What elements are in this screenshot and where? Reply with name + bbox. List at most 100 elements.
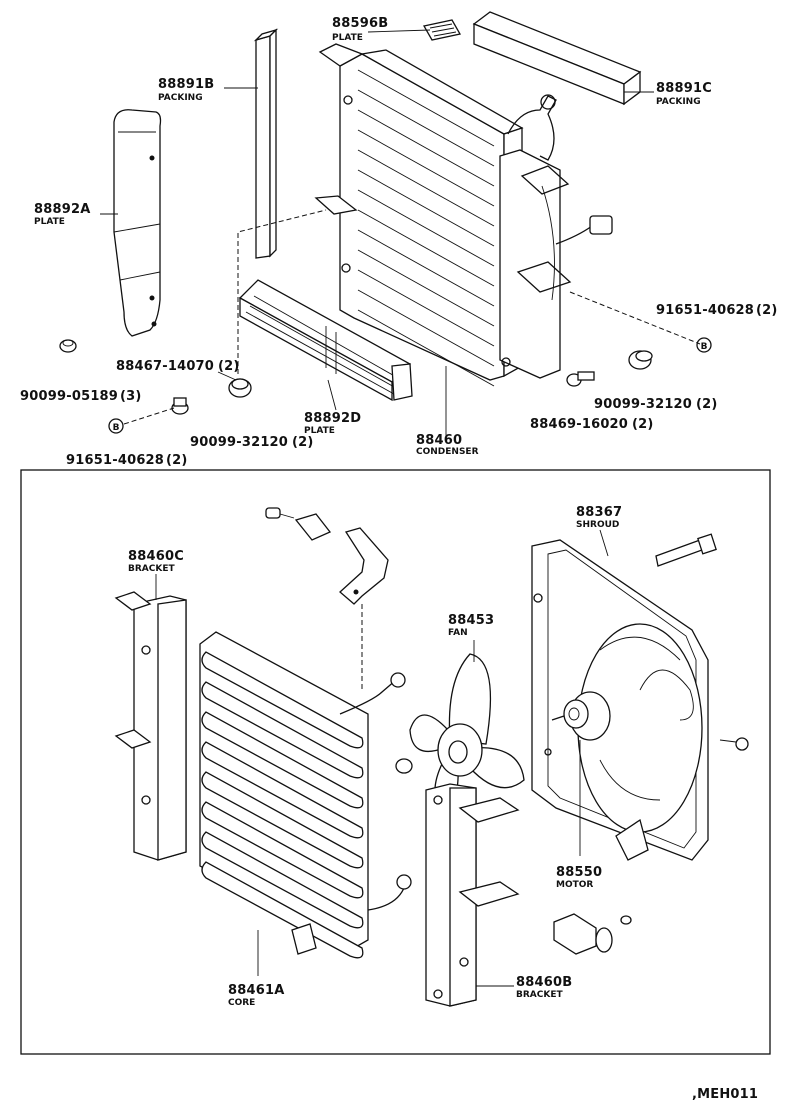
leader-lines-lower — [155, 529, 609, 987]
svg-text:PLATE: PLATE — [34, 217, 65, 227]
svg-text:88892A: 88892A — [34, 202, 91, 217]
callout-88460c: 88460C BRACKET — [128, 549, 184, 574]
svg-text:BRACKET: BRACKET — [128, 564, 175, 574]
core-tube — [201, 681, 364, 779]
core-tube — [201, 861, 364, 959]
dashed-line-left — [237, 209, 327, 374]
condenser-fin — [357, 229, 495, 307]
condenser-fin — [357, 309, 495, 387]
callout-88596b: 88596B PLATE — [332, 16, 388, 43]
bolt-88469-16020-part — [566, 371, 595, 387]
svg-text:88550: 88550 — [556, 865, 602, 880]
condenser-fin — [357, 189, 495, 267]
dashed-line-right — [569, 291, 701, 345]
dashed-line-b-left — [123, 407, 175, 425]
condenser-fin — [357, 129, 495, 207]
plate-88892a-part — [113, 109, 162, 337]
svg-text:90099-32120: 90099-32120 — [594, 397, 692, 412]
bolt-long-part — [655, 533, 717, 567]
svg-text:(2): (2) — [696, 397, 718, 412]
motor-88550-part — [551, 691, 611, 741]
bracket-88460c-part — [114, 591, 187, 861]
cushion-90099-left-part — [228, 378, 252, 398]
svg-text:(2): (2) — [218, 359, 240, 374]
callout-88469-16020: 88469-16020 (2) — [530, 417, 654, 432]
pipe-bracket-part — [265, 507, 389, 605]
callout-88892d: 88892D PLATE — [304, 411, 361, 436]
core-tube — [201, 651, 364, 749]
marker-b-right: B — [696, 337, 712, 353]
condenser-fin — [357, 209, 495, 287]
callout-90099-05189: 90099-05189 (3) — [20, 389, 142, 404]
plate-88892d-part — [238, 279, 413, 402]
bracket-88460b-part — [425, 783, 520, 1007]
callout-90099-right: 90099-32120 (2) — [594, 397, 718, 412]
svg-text:B: B — [701, 342, 708, 352]
callout-88892a: 88892A PLATE — [34, 202, 91, 227]
callout-88891c: 88891C PACKING — [656, 81, 712, 107]
callout-88453: 88453 FAN — [448, 613, 494, 638]
svg-text:88461A: 88461A — [228, 983, 285, 998]
packing-88891c-part — [472, 11, 642, 106]
svg-text:90099-32120: 90099-32120 — [190, 435, 288, 450]
callout-88467-14070: 88467-14070 (2) — [116, 359, 240, 374]
condenser-fin — [357, 169, 495, 247]
bolt-88467-14070-part — [171, 397, 189, 415]
callout-88596b-number: 88596B — [332, 16, 388, 31]
svg-text:91651-40628: 91651-40628 — [66, 453, 164, 468]
leader-lines-upper — [100, 29, 654, 440]
callout-90099-left: 90099-32120 (2) — [190, 435, 314, 450]
core-tube — [201, 801, 364, 899]
svg-text:(3): (3) — [120, 389, 142, 404]
svg-text:90099-05189: 90099-05189 — [20, 389, 118, 404]
callout-88367: 88367 SHROUD — [576, 505, 622, 530]
svg-text:FAN: FAN — [448, 628, 468, 638]
svg-text:(2): (2) — [632, 417, 654, 432]
condenser-88460-part — [314, 43, 613, 387]
svg-text:(2): (2) — [292, 435, 314, 450]
packing-88891b-part — [253, 28, 279, 259]
svg-text:SHROUD: SHROUD — [576, 520, 619, 530]
svg-text:BRACKET: BRACKET — [516, 990, 563, 1000]
svg-text:(2): (2) — [166, 453, 188, 468]
condenser-fin — [357, 89, 495, 167]
condenser-fin — [357, 289, 495, 367]
diagram-code: ,MEH011 — [692, 1087, 758, 1102]
callout-88461a: 88461A CORE — [228, 983, 285, 1008]
svg-text:88892D: 88892D — [304, 411, 361, 426]
condenser-fin — [357, 149, 495, 227]
callout-88460b: 88460B BRACKET — [516, 975, 572, 1000]
callout-88550: 88550 MOTOR — [556, 865, 602, 890]
svg-text:CORE: CORE — [228, 998, 255, 1008]
fan-88453-part — [409, 653, 525, 813]
condenser-fin — [357, 269, 495, 347]
core-tube — [201, 741, 364, 839]
core-tube — [201, 771, 364, 869]
svg-text:88453: 88453 — [448, 613, 494, 628]
svg-text:PACKING: PACKING — [656, 97, 701, 107]
core-tube — [201, 711, 364, 809]
callout-88460: 88460 CONDENSER — [416, 433, 479, 457]
svg-text:88460C: 88460C — [128, 549, 184, 564]
condenser-fin — [357, 109, 495, 187]
svg-text:88891C: 88891C — [656, 81, 712, 96]
callout-91651-left: 91651-40628 (2) — [66, 453, 188, 468]
cushion-90099-right-part — [628, 350, 653, 370]
clip-part — [719, 737, 749, 751]
bracket-small-part — [553, 913, 632, 955]
svg-text:(2): (2) — [756, 303, 778, 318]
svg-text:88367: 88367 — [576, 505, 622, 520]
svg-text:88460: 88460 — [416, 433, 462, 448]
core-tube — [201, 831, 364, 929]
detail-box — [20, 469, 771, 1055]
callout-88596b-name: PLATE — [332, 33, 363, 43]
core-88461a-part — [199, 631, 412, 959]
marker-b-left: B — [108, 418, 124, 434]
plate-88596b-part — [422, 19, 462, 41]
svg-text:PACKING: PACKING — [158, 93, 203, 103]
callout-88891b: 88891B PACKING — [158, 77, 214, 103]
svg-text:88469-16020: 88469-16020 — [530, 417, 628, 432]
condenser-fin — [357, 69, 495, 147]
svg-text:B: B — [113, 423, 120, 433]
svg-text:PLATE: PLATE — [304, 426, 335, 436]
